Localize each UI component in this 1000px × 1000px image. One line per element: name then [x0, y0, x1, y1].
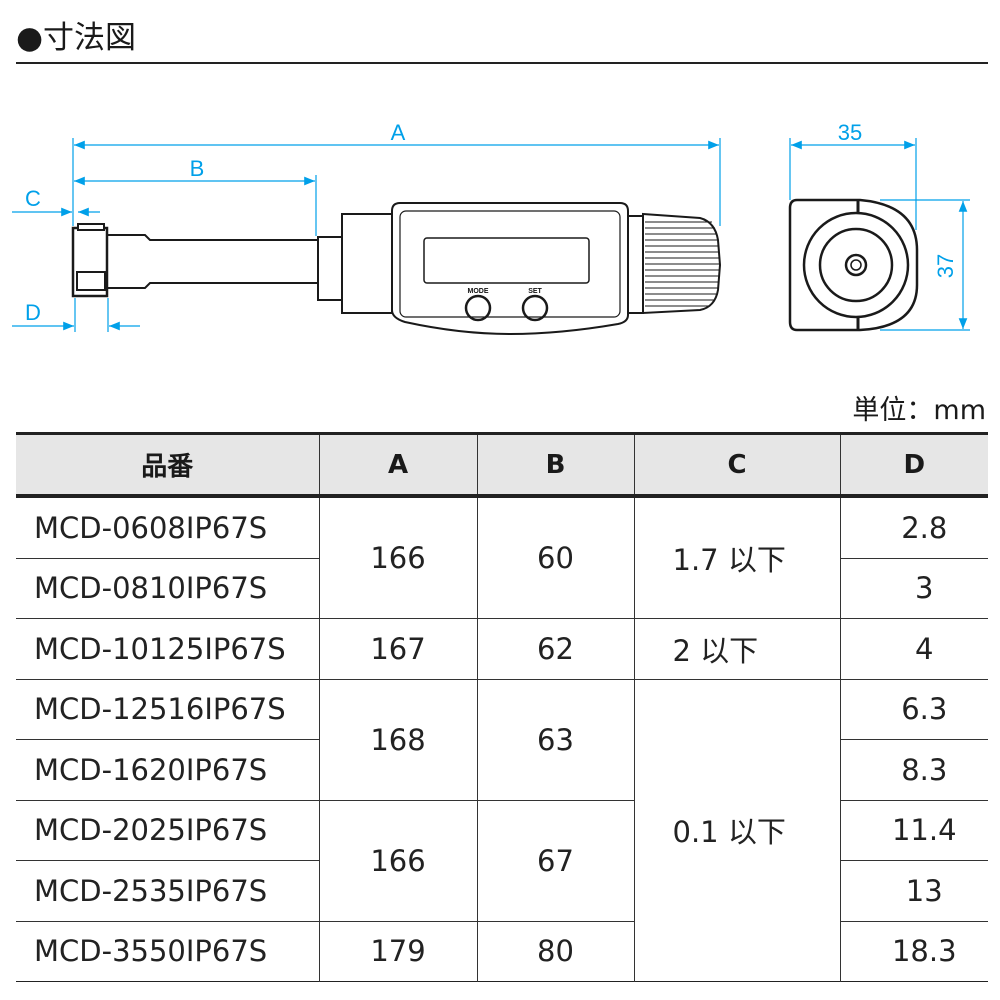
table-row: MCD-12516IP67S 168 63 0.1 以下 6.3	[16, 678, 988, 982]
header-a: A	[318, 433, 477, 498]
header-b: B	[476, 433, 634, 498]
header-part-no: 品番	[16, 433, 319, 498]
value-d: 11.4	[839, 799, 988, 861]
table-row: MCD-0608IP67S 166 60 1.7 以下 2.8	[16, 495, 988, 619]
probe-head	[71, 226, 109, 298]
set-button	[521, 294, 549, 322]
part-no: MCD-3550IP67S	[16, 920, 319, 982]
value-d: 13	[839, 860, 988, 921]
label-b: B	[190, 156, 205, 181]
probe-stem	[107, 234, 319, 289]
table-row: MCD-1620IP67S 8.3	[16, 739, 988, 800]
dimension-drawing: MODE SET A B C D 35 37	[12, 120, 970, 336]
label-a: A	[391, 120, 406, 145]
value-d: 2.8	[839, 495, 988, 558]
value-d: 6.3	[839, 678, 988, 740]
part-no: MCD-0608IP67S	[16, 495, 319, 558]
section-title: ●寸法図	[16, 20, 137, 56]
mode-button	[464, 294, 492, 322]
front-view	[788, 198, 919, 332]
value-c: 2 以下	[633, 618, 840, 679]
title-divider	[16, 62, 988, 64]
value-a: 166	[318, 495, 477, 619]
table-row: MCD-2535IP67S 13	[16, 860, 988, 921]
table-header: 品番 A B C D	[16, 433, 988, 498]
unit-label: 単位：mm	[852, 395, 986, 426]
table-row: MCD-3550IP67S 179 80 18.3	[16, 920, 988, 982]
mode-label: MODE	[468, 288, 489, 295]
side-view: MODE SET	[71, 202, 722, 336]
part-no: MCD-2535IP67S	[16, 860, 319, 921]
value-d: 8.3	[839, 739, 988, 800]
value-d: 18.3	[839, 920, 988, 982]
value-d: 3	[839, 557, 988, 619]
part-no: MCD-0810IP67S	[16, 557, 319, 619]
value-b: 67	[476, 799, 634, 921]
value-a: 167	[318, 618, 477, 679]
part-no: MCD-1620IP67S	[16, 739, 319, 800]
value-b: 63	[476, 678, 634, 800]
value-a: 168	[318, 678, 477, 800]
label-35: 35	[838, 120, 862, 145]
lcd-screen	[423, 237, 590, 284]
value-c: 0.1 以下	[633, 678, 840, 982]
value-b: 60	[476, 495, 634, 619]
table-row: MCD-0810IP67S 3	[16, 557, 988, 619]
table-row: MCD-2025IP67S 166 67 11.4	[16, 799, 988, 921]
table-row: MCD-10125IP67S 167 62 2 以下 4	[16, 618, 988, 679]
value-a: 166	[318, 799, 477, 921]
label-d: D	[25, 300, 41, 325]
collar	[317, 236, 343, 301]
body-block	[341, 213, 393, 314]
part-no: MCD-10125IP67S	[16, 618, 319, 679]
part-no: MCD-12516IP67S	[16, 678, 319, 740]
dimension-lines	[12, 138, 970, 332]
value-c: 1.7 以下	[633, 495, 840, 619]
dimension-table: 品番 A B C D MCD-0608IP67S 166 60 1.7 以下 2…	[16, 432, 988, 982]
set-label: SET	[528, 288, 542, 295]
label-37: 37	[933, 254, 958, 278]
header-c: C	[633, 433, 840, 498]
value-d: 4	[839, 618, 988, 679]
display-body	[391, 202, 629, 336]
header-d: D	[839, 433, 988, 498]
part-no: MCD-2025IP67S	[16, 799, 319, 861]
ring	[627, 215, 644, 314]
label-c: C	[25, 186, 41, 211]
value-b: 62	[476, 618, 634, 679]
value-b: 80	[476, 920, 634, 982]
value-a: 179	[318, 920, 477, 982]
